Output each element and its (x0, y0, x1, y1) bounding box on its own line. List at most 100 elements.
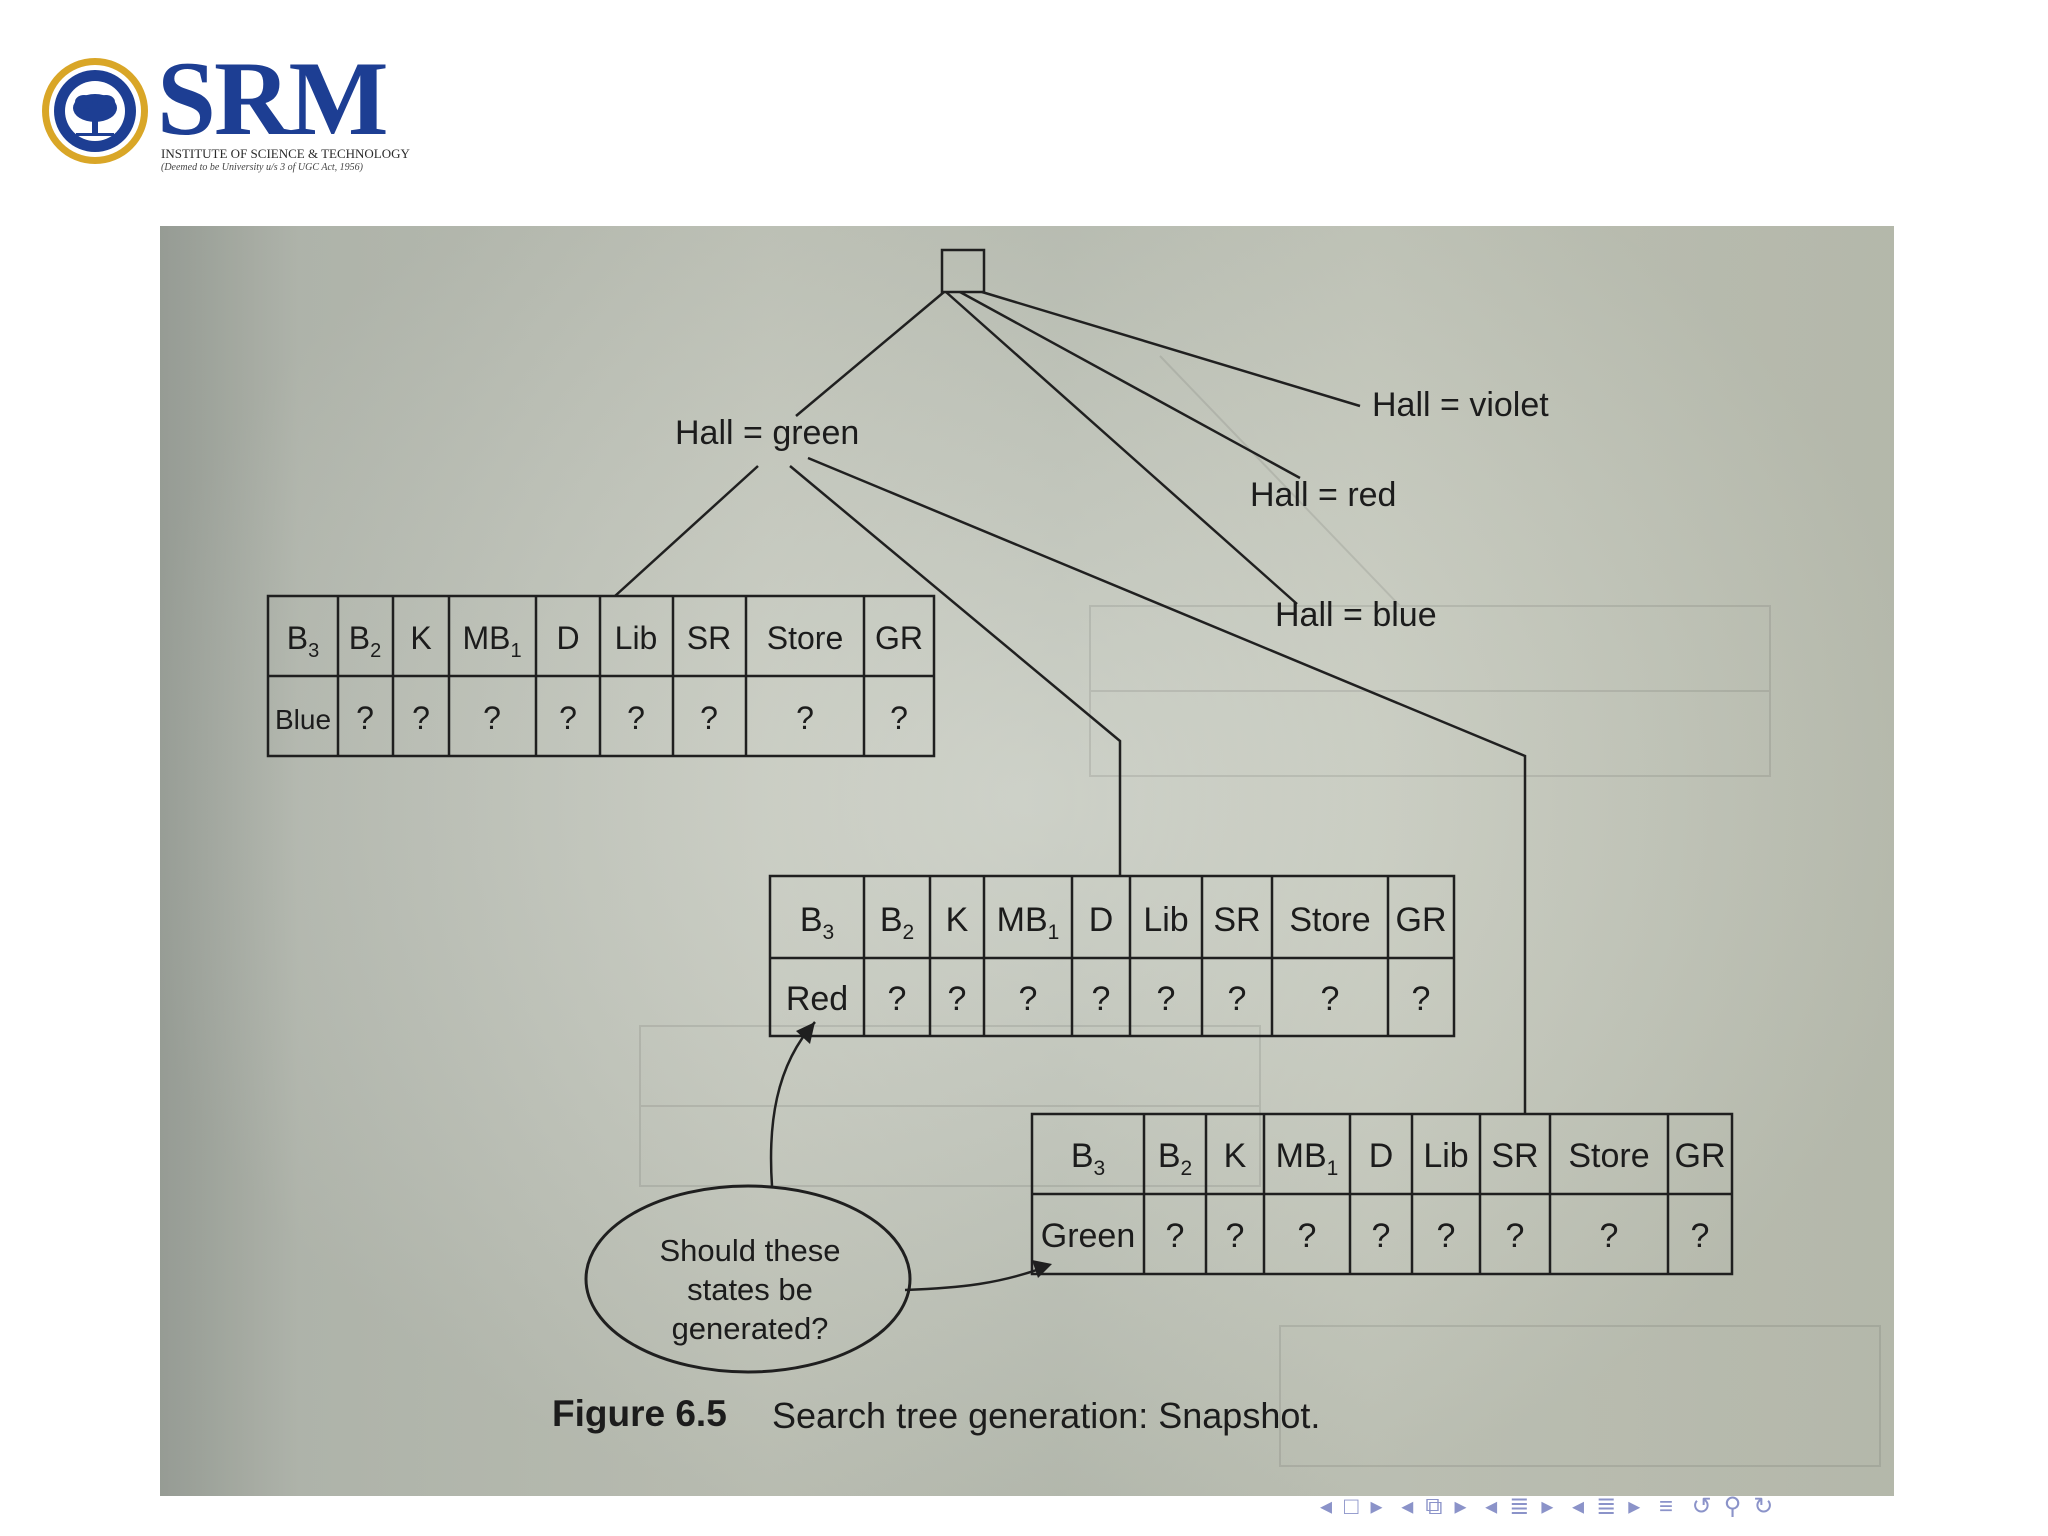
redo-icon[interactable]: ↻ (1753, 1493, 1774, 1520)
edge-root-violet (981, 290, 1361, 408)
edge-green-red (789, 465, 1122, 876)
logo-subtitle: INSTITUTE OF SCIENCE & TECHNOLOGY (161, 146, 410, 161)
book-page-photo: Hall = green Hall = red Hall = blue Hall… (160, 226, 1894, 1496)
arrow-to-red-state (769, 1021, 816, 1187)
edge-root-green (795, 291, 945, 417)
subsection-prev-icon[interactable]: ◂ (1401, 1493, 1414, 1520)
header-mb1: MB1 (997, 901, 1060, 944)
header-lib: Lib (615, 620, 658, 656)
edge-root-red (959, 290, 1301, 480)
header-b2: B2 (880, 901, 914, 944)
cell-value: ? (1437, 1217, 1456, 1255)
cell-value: ? (1691, 1217, 1710, 1255)
header-mb1: MB1 (1276, 1137, 1339, 1180)
slide-navigation-bar: ◂ □ ▸ ◂ ⧉ ▸ ◂ ≣ ▸ ◂ ≣ ▸ ≡ ↺ ⚲ ↻ (1320, 1492, 2040, 1526)
cell-value: Green (1041, 1217, 1136, 1255)
cell-value: ? (890, 700, 908, 736)
header-b2: B2 (1158, 1137, 1192, 1180)
section-icon[interactable]: ≣ (1509, 1493, 1530, 1520)
cell-value: ? (1019, 980, 1038, 1018)
logo-tagline: (Deemed to be University u/s 3 of UGC Ac… (161, 162, 363, 173)
root-node (940, 248, 986, 294)
edge-green-blue (614, 465, 759, 597)
cell-value: ? (1321, 980, 1340, 1018)
cell-value: Red (786, 980, 848, 1018)
callout-ellipse (584, 1184, 912, 1374)
cell-value: ? (948, 980, 967, 1018)
cell-value: ? (412, 700, 430, 736)
header-k: K (410, 620, 431, 656)
header-d: D (556, 620, 579, 656)
undo-icon[interactable]: ↺ (1691, 1493, 1712, 1520)
cell-value: ? (796, 700, 814, 736)
figure-number: Figure 6.5 (552, 1393, 727, 1434)
cell-value: ? (1228, 980, 1247, 1018)
header-k: K (1224, 1137, 1247, 1175)
header-lib: Lib (1143, 901, 1188, 939)
cell-value: ? (1298, 1217, 1317, 1255)
arrow-to-green-state (904, 1264, 1049, 1292)
header-store: Store (1568, 1137, 1649, 1175)
edge-root-blue (945, 291, 1298, 605)
frame-prev-icon[interactable]: ◂ (1320, 1493, 1333, 1520)
cell-value: ? (1600, 1217, 1619, 1255)
header-store: Store (767, 620, 843, 656)
university-seal-icon (42, 58, 148, 164)
frame-icon[interactable]: □ (1344, 1493, 1359, 1520)
cell-value: ? (1226, 1217, 1245, 1255)
state-table-blue: B3 B2 K MB1 D Lib SR Store GR Blue ? ? ?… (266, 594, 936, 758)
subsection-icon[interactable]: ⧉ (1425, 1493, 1443, 1520)
frame-next-icon[interactable]: ▸ (1370, 1493, 1383, 1520)
cell-value: ? (559, 700, 577, 736)
header-b3: B3 (1071, 1137, 1105, 1180)
header-gr: GR (875, 620, 923, 656)
callout-line-2: states be (687, 1272, 813, 1307)
header-store: Store (1289, 901, 1370, 939)
cell-value: ? (483, 700, 501, 736)
slide-prev-icon[interactable]: ◂ (1572, 1493, 1585, 1520)
figure-caption: Search tree generation: Snapshot. (772, 1395, 1320, 1436)
cell-value: ? (1092, 980, 1111, 1018)
header-sr: SR (687, 620, 731, 656)
srm-logo: SRM INSTITUTE OF SCIENCE & TECHNOLOGY (D… (40, 46, 420, 186)
cell-value: ? (1166, 1217, 1185, 1255)
header-d: D (1369, 1137, 1394, 1175)
header-d: D (1089, 901, 1114, 939)
header-mb1: MB1 (462, 620, 521, 662)
cell-value: ? (627, 700, 645, 736)
header-b3: B3 (287, 620, 319, 662)
header-sr: SR (1491, 1137, 1538, 1175)
search-icon[interactable]: ⚲ (1723, 1493, 1742, 1520)
cell-value: ? (1412, 980, 1431, 1018)
header-b3: B3 (800, 901, 834, 944)
branch-label-green: Hall = green (675, 414, 859, 452)
branch-label-red: Hall = red (1250, 476, 1396, 514)
section-prev-icon[interactable]: ◂ (1485, 1493, 1498, 1520)
section-next-icon[interactable]: ▸ (1541, 1493, 1554, 1520)
header-gr: GR (1396, 901, 1447, 939)
logo-wordmark: SRM (157, 40, 389, 157)
header-b2: B2 (349, 620, 381, 662)
branch-label-blue: Hall = blue (1275, 596, 1437, 634)
subsection-next-icon[interactable]: ▸ (1454, 1493, 1467, 1520)
cell-value: ? (700, 700, 718, 736)
slide-next-icon[interactable]: ▸ (1628, 1493, 1641, 1520)
search-tree-diagram: Hall = green Hall = red Hall = blue Hall… (266, 248, 1881, 1467)
callout-line-1: Should these (660, 1233, 841, 1268)
edge-green-green (807, 456, 1527, 1114)
toc-icon[interactable]: ≡ (1658, 1493, 1673, 1520)
cell-value: ? (1372, 1217, 1391, 1255)
cell-value: ? (888, 980, 907, 1018)
state-table-red: B3 B2 K MB1 D Lib SR Store GR Red ? ? ? … (768, 874, 1456, 1038)
state-table-green: B3 B2 K MB1 D Lib SR Store GR Green ? ? … (1030, 1112, 1734, 1276)
arrowhead-icon (1032, 1260, 1052, 1278)
callout-line-3: generated? (672, 1311, 829, 1346)
header-k: K (946, 901, 969, 939)
branch-label-violet: Hall = violet (1372, 386, 1549, 424)
cell-value: ? (356, 700, 374, 736)
header-sr: SR (1213, 901, 1260, 939)
arrowhead-icon (796, 1022, 815, 1044)
cell-value: ? (1157, 980, 1176, 1018)
slide-icon[interactable]: ≣ (1596, 1493, 1617, 1520)
header-lib: Lib (1423, 1137, 1468, 1175)
